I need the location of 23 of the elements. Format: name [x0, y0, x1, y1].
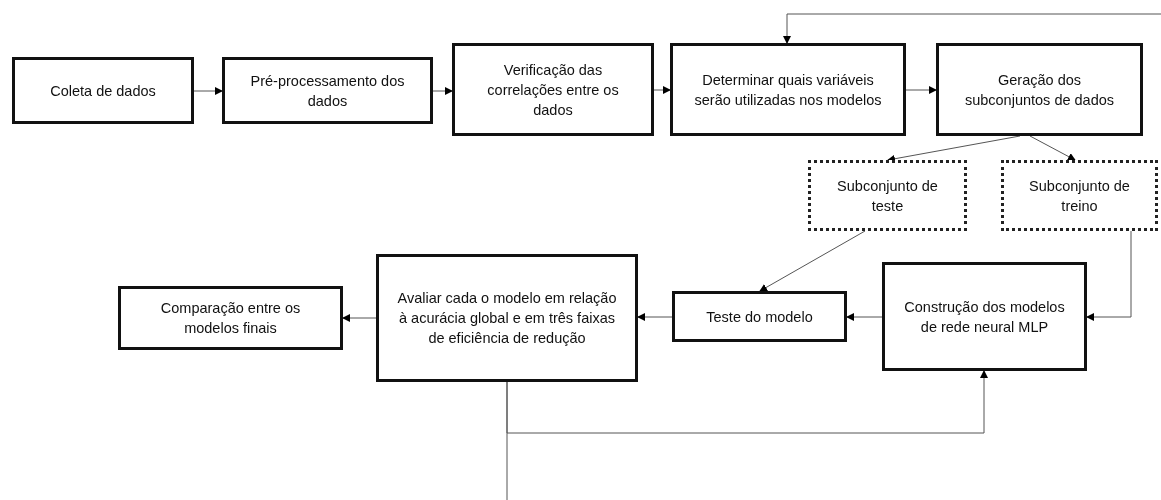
process-box: Teste do modelo	[672, 291, 847, 342]
arrow	[637, 313, 673, 321]
process-box: Construção dos modelos de rede neural MLP	[882, 262, 1087, 371]
process-box: Comparação entre os modelos finais	[118, 286, 343, 350]
arrow	[1086, 230, 1132, 321]
arrow	[783, 13, 1161, 44]
arrow	[506, 370, 988, 434]
arrow	[846, 313, 883, 321]
process-box: Pré-processamento dos dados	[222, 57, 433, 124]
arrow	[653, 86, 671, 94]
arrow	[759, 230, 866, 292]
arrow	[432, 87, 453, 95]
arrow	[1029, 135, 1076, 161]
process-box: Determinar quais variáveis serão utilizadas nos modelos	[670, 43, 906, 136]
arrow	[193, 87, 223, 95]
arrow	[342, 314, 377, 322]
arrow	[905, 86, 937, 94]
dotted-box: Subconjunto de teste	[808, 160, 967, 231]
process-box: Geração dos subconjuntos de dados	[936, 43, 1143, 136]
process-box: Avaliar cada o modelo em relação à acurácia global e em três faixas de eficiência de redução	[376, 254, 638, 382]
dotted-box: Subconjunto de treino	[1001, 160, 1158, 231]
process-box: Coleta de dados	[12, 57, 194, 124]
process-box: Verificação das correlações entre os dados	[452, 43, 654, 136]
